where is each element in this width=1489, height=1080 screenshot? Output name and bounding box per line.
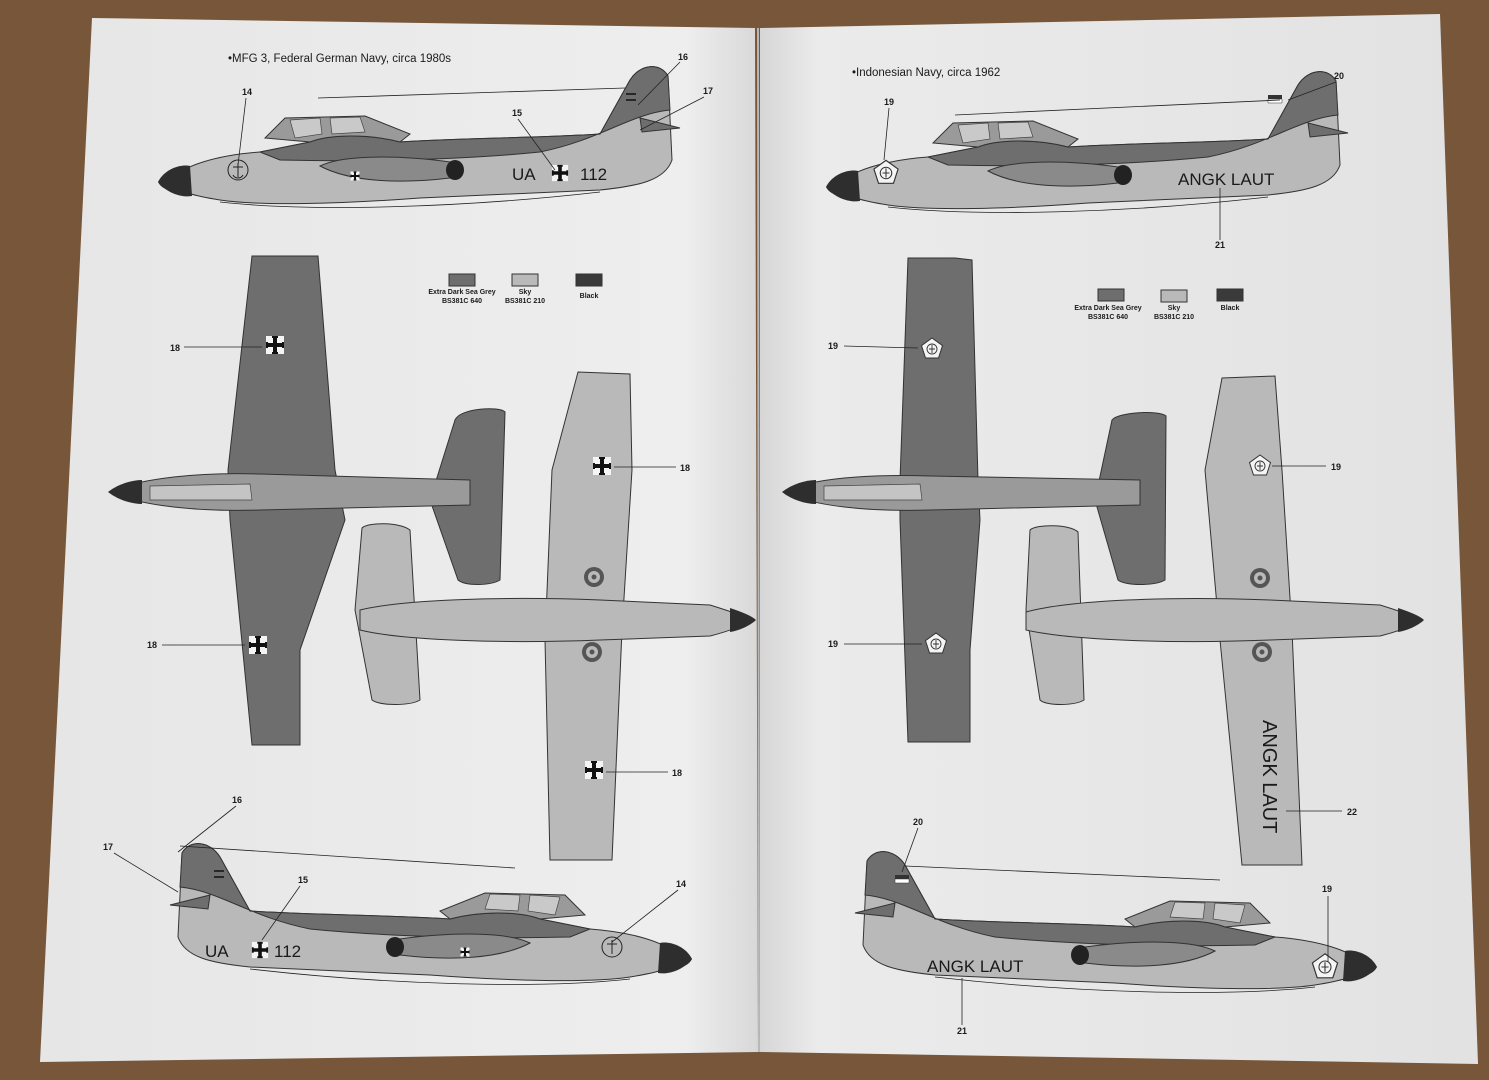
callout-15-bottom: 15	[298, 875, 308, 885]
callout-20-top: 20	[1334, 71, 1344, 81]
callout-17-bottom: 17	[103, 842, 113, 852]
callout-21-top: 21	[1215, 240, 1225, 250]
right-side-profile-top: ANGK LAUT	[825, 71, 1349, 213]
left-plan-view-lower	[354, 371, 756, 861]
svg-text:BS381C 210: BS381C 210	[505, 298, 545, 305]
left-side-profile-top: UA 112	[157, 66, 681, 208]
svg-text:Black: Black	[1221, 305, 1240, 312]
callout-16-bottom: 16	[232, 795, 242, 805]
svg-text:ANGK LAUT: ANGK LAUT	[927, 957, 1023, 976]
callout-19-c: 19	[1331, 462, 1341, 472]
callout-16-top: 16	[678, 52, 688, 62]
svg-text:112: 112	[580, 165, 607, 184]
svg-text:Black: Black	[580, 293, 599, 300]
callout-18-a: 18	[170, 343, 180, 353]
right-side-profile-bottom	[854, 851, 1378, 993]
svg-text:Sky: Sky	[1168, 305, 1181, 312]
left-color-swatches: Extra Dark Sea Grey BS381C 640 Sky BS381…	[428, 273, 603, 305]
right-page-title: •Indonesian Navy, circa 1962	[852, 67, 1000, 79]
left-plan-view-upper	[108, 255, 506, 746]
svg-text:UA: UA	[205, 942, 229, 961]
svg-text:Extra Dark Sea Grey: Extra Dark Sea Grey	[1074, 305, 1141, 312]
svg-text:112: 112	[274, 942, 301, 961]
callout-18-b: 18	[147, 640, 157, 650]
callout-17-top: 17	[703, 86, 713, 96]
right-color-swatches: Extra Dark Sea Grey BS381C 640 Sky BS381…	[1074, 288, 1244, 321]
callout-20-bottom: 20	[913, 817, 923, 827]
callout-15-top: 15	[512, 108, 522, 118]
callout-22: 22	[1347, 807, 1357, 817]
svg-text:ANGK LAUT: ANGK LAUT	[1178, 170, 1274, 189]
callout-21-bottom: 21	[957, 1026, 967, 1036]
callout-19-bottom: 19	[1322, 884, 1332, 894]
callout-19-b: 19	[828, 639, 838, 649]
callout-19-a: 19	[828, 341, 838, 351]
callout-14-bottom: 14	[676, 879, 686, 889]
svg-text:BS381C 640: BS381C 640	[1088, 314, 1128, 321]
callout-18-c: 18	[680, 463, 690, 473]
svg-text:Sky: Sky	[519, 289, 532, 296]
svg-text:BS381C 210: BS381C 210	[1154, 314, 1194, 321]
svg-text:UA: UA	[512, 165, 536, 184]
svg-text:Extra Dark Sea Grey: Extra Dark Sea Grey	[428, 289, 495, 296]
svg-text:ANGK LAUT: ANGK LAUT	[1258, 720, 1280, 833]
callout-18-d: 18	[672, 768, 682, 778]
callout-19-top: 19	[884, 97, 894, 107]
right-plan-view-lower: ANGK LAUT	[1025, 375, 1424, 866]
left-page-title: •MFG 3, Federal German Navy, circa 1980s	[228, 53, 451, 65]
right-plan-view-upper	[782, 257, 1167, 743]
left-side-profile-bottom	[169, 843, 693, 985]
svg-text:BS381C 640: BS381C 640	[442, 298, 482, 305]
callout-14-top: 14	[242, 87, 252, 97]
